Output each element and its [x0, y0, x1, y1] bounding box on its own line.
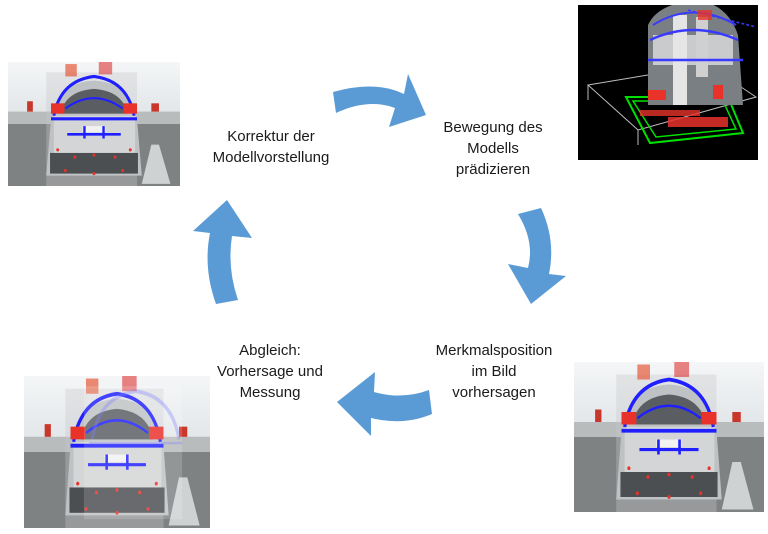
photo-matching: [24, 376, 210, 528]
label-line: Merkmalsposition: [435, 342, 553, 359]
label-matching: Abgleich: Vorhersage und Messung: [196, 340, 344, 403]
label-line: prädizieren: [455, 161, 531, 178]
label-line: Bewegung des: [443, 119, 543, 136]
label-line: Korrektur der: [227, 128, 315, 145]
label-line: Vorhersage und: [217, 363, 323, 380]
label-line: Abgleich:: [239, 342, 301, 359]
label-line: Modells: [467, 140, 519, 157]
label-line: Messung: [239, 384, 301, 401]
label-predict-features: Merkmalsposition im Bild vorhersagen: [420, 340, 568, 403]
arrow-down: [508, 208, 566, 304]
label-line: vorhersagen: [452, 384, 536, 401]
label-line: im Bild: [471, 363, 517, 380]
arrow-left: [337, 372, 432, 436]
label-line: Modellvorstellung: [212, 149, 330, 166]
label-correction: Korrektur der Modellvorstellung: [196, 126, 346, 168]
model-render: [578, 5, 758, 160]
arrow-up: [193, 200, 252, 304]
arrow-right: [333, 74, 426, 127]
label-predict-motion: Bewegung des Modells prädizieren: [426, 117, 560, 180]
